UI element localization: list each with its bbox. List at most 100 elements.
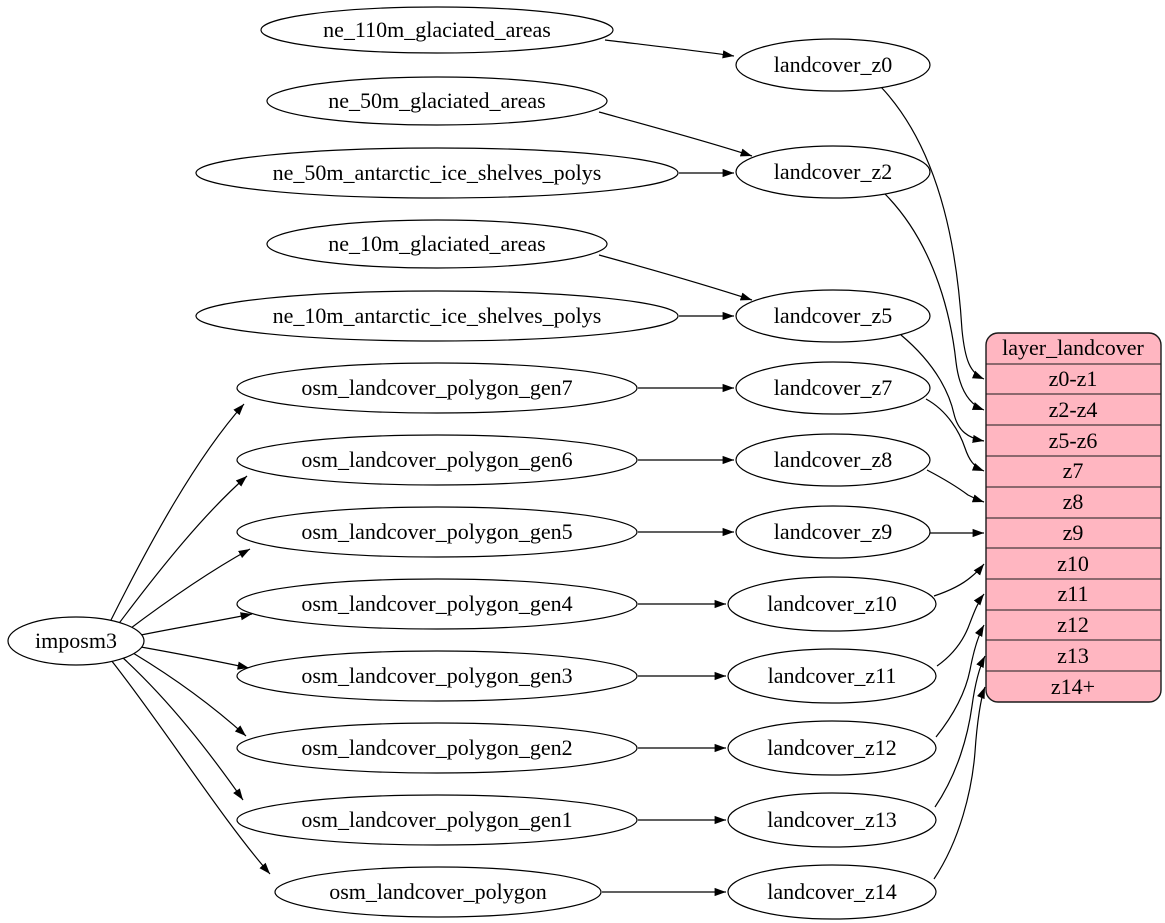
node-landcover-z0: landcover_z0 (735, 38, 931, 92)
edge-ne110m-to-z0 (604, 39, 735, 59)
landcover-z9-label: landcover_z9 (774, 519, 893, 544)
ne-50m-glaciated-areas-label: ne_50m_glaciated_areas (328, 88, 545, 113)
landcover-z14-ellipse (727, 864, 937, 920)
node-osm-landcover-polygon-gen2: osm_landcover_polygon_gen2 (236, 722, 638, 774)
osm-landcover-polygon-gen2-ellipse (236, 722, 638, 774)
landcover-z5-ellipse (735, 289, 931, 343)
table-layer-landcover: layer_landcover z0-z1 z2-z4 z5-z6 z7 z8 … (985, 332, 1162, 703)
osm-landcover-polygon-gen1-ellipse (236, 794, 638, 846)
node-landcover-z9: landcover_z9 (735, 505, 931, 559)
table-row-z8: z8 (1063, 489, 1084, 514)
osm-landcover-polygon-gen3-ellipse (236, 650, 638, 702)
table-row-z9: z9 (1063, 520, 1084, 545)
table-row-z14plus: z14+ (1051, 674, 1095, 699)
osm-landcover-polygon-gen5-ellipse (236, 506, 638, 558)
landcover-z13-label: landcover_z13 (767, 807, 897, 832)
ne-10m-antarctic-ice-shelves-polys-ellipse (195, 290, 679, 342)
landcover-z7-label: landcover_z7 (774, 375, 893, 400)
landcover-z13-ellipse (727, 792, 937, 848)
osm-landcover-polygon-label: osm_landcover_polygon (329, 879, 547, 904)
osm-landcover-polygon-ellipse (274, 866, 602, 918)
ne-50m-antarctic-ice-shelves-polys-label: ne_50m_antarctic_ice_shelves_polys (273, 160, 602, 185)
edge-imposm3-to-gen4 (140, 612, 253, 636)
edge-z5-to-row-z5-z6 (900, 334, 985, 443)
ne-110m-glaciated-areas-label: ne_110m_glaciated_areas (323, 17, 551, 42)
edge-ne10m-glaciated-to-z5 (598, 254, 753, 301)
ne-50m-antarctic-ice-shelves-polys-ellipse (195, 147, 679, 199)
ne-10m-glaciated-areas-ellipse (266, 219, 608, 269)
node-ne-10m-glaciated-areas: ne_10m_glaciated_areas (266, 219, 608, 269)
node-osm-landcover-polygon: osm_landcover_polygon (274, 866, 602, 918)
landcover-z5-label: landcover_z5 (774, 303, 893, 328)
node-ne-10m-antarctic-ice-shelves-polys: ne_10m_antarctic_ice_shelves_polys (195, 290, 679, 342)
edge-z11-to-row-z11 (936, 593, 985, 667)
landcover-z14-label: landcover_z14 (767, 879, 897, 904)
edge-imposm3-to-gen3 (140, 646, 250, 670)
edges-group (109, 39, 986, 897)
imposm3-label: imposm3 (35, 628, 117, 653)
node-landcover-z7: landcover_z7 (735, 361, 931, 415)
node-osm-landcover-polygon-gen6: osm_landcover_polygon_gen6 (236, 434, 638, 486)
landcover-z2-label: landcover_z2 (774, 159, 893, 184)
imposm3-ellipse (7, 616, 145, 666)
table-row-z5-z6: z5-z6 (1049, 428, 1098, 453)
landcover-z8-ellipse (735, 433, 931, 487)
node-landcover-z10: landcover_z10 (727, 576, 937, 632)
table-row-z10: z10 (1057, 551, 1089, 576)
osm-landcover-polygon-gen3-label: osm_landcover_polygon_gen3 (301, 663, 572, 688)
landcover-z10-ellipse (727, 576, 937, 632)
node-landcover-z12: landcover_z12 (727, 720, 937, 776)
node-osm-landcover-polygon-gen3: osm_landcover_polygon_gen3 (236, 650, 638, 702)
landcover-z7-ellipse (735, 361, 931, 415)
landcover-z8-label: landcover_z8 (774, 447, 893, 472)
ne-50m-glaciated-areas-ellipse (266, 76, 608, 126)
osm-landcover-polygon-gen4-label: osm_landcover_polygon_gen4 (301, 591, 572, 616)
node-osm-landcover-polygon-gen5: osm_landcover_polygon_gen5 (236, 506, 638, 558)
edge-imposm3-to-gen2 (132, 652, 247, 737)
table-row-z13: z13 (1057, 643, 1089, 668)
edge-z2-to-row-z2-z4 (883, 192, 985, 411)
node-osm-landcover-polygon-gen4: osm_landcover_polygon_gen4 (236, 578, 638, 630)
edge-imposm3-to-gen6 (116, 475, 248, 627)
node-landcover-z5: landcover_z5 (735, 289, 931, 343)
node-landcover-z8: landcover_z8 (735, 433, 931, 487)
ne-110m-glaciated-areas-ellipse (260, 6, 614, 54)
node-landcover-z13: landcover_z13 (727, 792, 937, 848)
node-osm-landcover-polygon-gen7: osm_landcover_polygon_gen7 (236, 362, 638, 414)
landcover-z12-ellipse (727, 720, 937, 776)
osm-landcover-polygon-gen7-label: osm_landcover_polygon_gen7 (301, 375, 572, 400)
osm-landcover-polygon-gen6-ellipse (236, 434, 638, 486)
osm-landcover-polygon-gen1-label: osm_landcover_polygon_gen1 (301, 807, 572, 832)
landcover-z0-ellipse (735, 38, 931, 92)
osm-landcover-polygon-gen4-ellipse (236, 578, 638, 630)
node-ne-110m-glaciated-areas: ne_110m_glaciated_areas (260, 6, 614, 54)
edge-z10-to-row-z10 (933, 563, 985, 597)
node-ne-50m-glaciated-areas: ne_50m_glaciated_areas (266, 76, 608, 126)
edge-z14-to-row-z14plus (933, 686, 986, 880)
ne-10m-antarctic-ice-shelves-polys-label: ne_10m_antarctic_ice_shelves_polys (273, 303, 602, 328)
landcover-z2-ellipse (735, 145, 931, 199)
edge-z0-to-row-z0-z1 (880, 86, 985, 380)
edge-imposm3-to-gen7 (109, 403, 245, 623)
landcover-z12-label: landcover_z12 (767, 735, 897, 760)
table-row-z2-z4: z2-z4 (1049, 397, 1098, 422)
edge-z8-to-row-z8 (926, 469, 985, 503)
node-imposm3: imposm3 (7, 616, 145, 666)
osm-landcover-polygon-gen2-label: osm_landcover_polygon_gen2 (301, 735, 572, 760)
table-row-z7: z7 (1063, 458, 1084, 483)
edge-z13-to-row-z13 (934, 655, 986, 808)
osm-landcover-polygon-gen6-label: osm_landcover_polygon_gen6 (301, 447, 572, 472)
node-ne-50m-antarctic-ice-shelves-polys: ne_50m_antarctic_ice_shelves_polys (195, 147, 679, 199)
landcover-z11-ellipse (727, 648, 937, 704)
table-row-z12: z12 (1057, 612, 1089, 637)
node-landcover-z11: landcover_z11 (727, 648, 937, 704)
edge-z12-to-row-z12 (935, 624, 985, 738)
landcover-z11-label: landcover_z11 (768, 663, 897, 688)
osm-landcover-polygon-gen5-label: osm_landcover_polygon_gen5 (301, 519, 572, 544)
node-landcover-z2: landcover_z2 (735, 145, 931, 199)
table-row-z11: z11 (1058, 581, 1089, 606)
edge-ne50m-glaciated-to-z2 (598, 111, 753, 157)
edge-imposm3-to-gen5 (126, 548, 251, 632)
